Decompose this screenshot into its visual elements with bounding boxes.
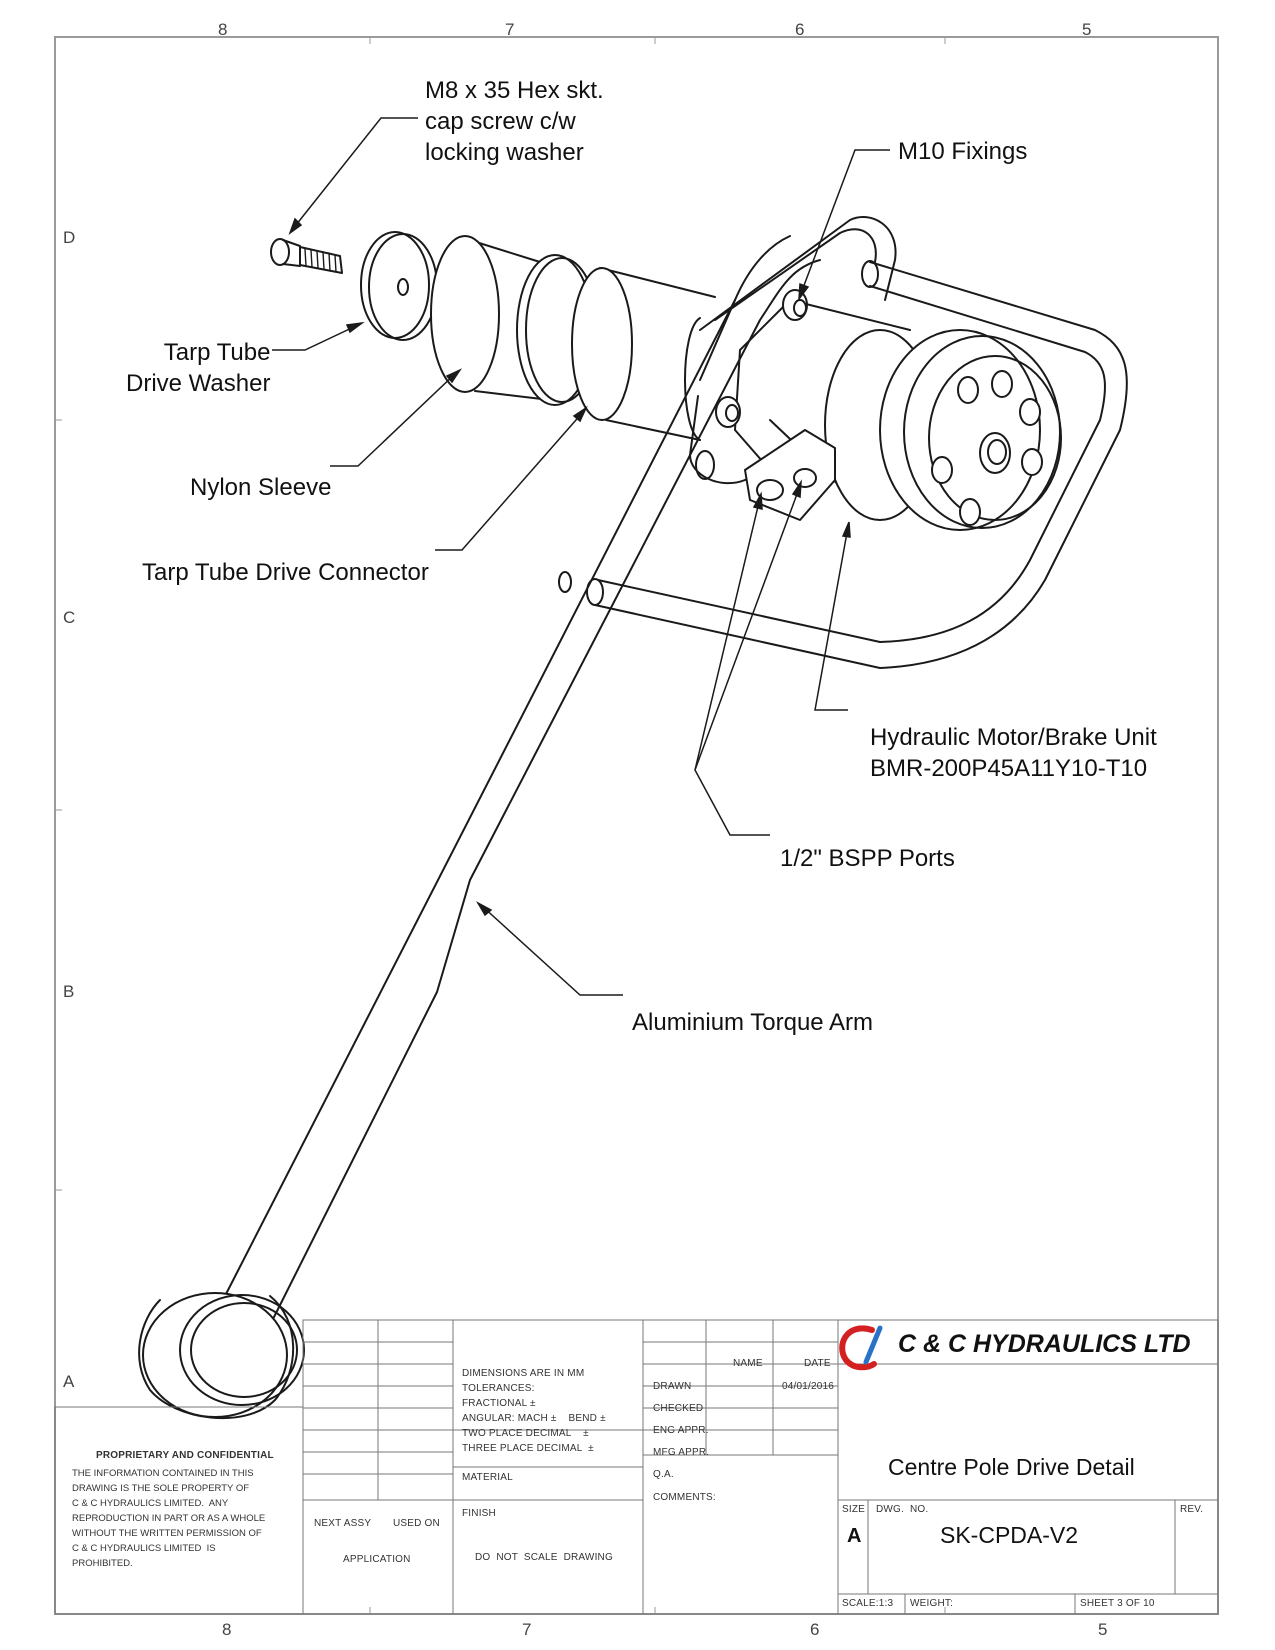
- callout-bspp-ports: 1/2" BSPP Ports: [780, 845, 955, 872]
- sheet-number: SHEET 3 OF 10: [1080, 1598, 1155, 1609]
- do-not-scale-label: DO NOT SCALE DRAWING: [475, 1552, 613, 1563]
- drive-washer: [360, 231, 438, 341]
- zone-row-b: B: [63, 982, 75, 1001]
- zone-col-6-bottom: 6: [810, 1620, 820, 1639]
- dimensions-note: DIMENSIONS ARE IN MM TOLERANCES: FRACTIO…: [462, 1368, 606, 1454]
- zone-col-7-top: 7: [505, 20, 515, 39]
- dwg-no-label: DWG. NO.: [876, 1504, 929, 1515]
- zone-col-6-top: 6: [795, 20, 805, 39]
- zone-col-8-top: 8: [218, 20, 228, 39]
- dwg-no-value: SK-CPDA-V2: [940, 1522, 1079, 1548]
- weight-label: WEIGHT:: [910, 1598, 954, 1609]
- name-header: NAME: [733, 1358, 763, 1369]
- zone-ticks: [55, 37, 946, 1614]
- size-label: SIZE: [842, 1504, 866, 1515]
- proprietary-text: THE INFORMATION CONTAINED IN THIS DRAWIN…: [72, 1468, 266, 1569]
- application-label: APPLICATION: [343, 1554, 411, 1565]
- zone-col-5-bottom: 5: [1098, 1620, 1108, 1639]
- callout-drive-connector: Tarp Tube Drive Connector: [142, 559, 429, 586]
- rev-label: REV.: [1180, 1504, 1204, 1515]
- scale-value: SCALE:1:3: [842, 1598, 894, 1609]
- company-logo-mark: [839, 1325, 883, 1371]
- mounting-plate: [689, 215, 897, 485]
- date-header: DATE: [804, 1358, 831, 1369]
- drawn-label: DRAWN: [653, 1381, 692, 1392]
- eng-appr-label: ENG APPR.: [653, 1425, 709, 1436]
- material-label: MATERIAL: [462, 1472, 513, 1483]
- checked-label: CHECKED: [653, 1403, 704, 1414]
- cap-screw: [270, 238, 343, 274]
- title-block-grid: [54, 1319, 1219, 1615]
- qa-label: Q.A.: [653, 1469, 674, 1480]
- torque-arm: [138, 235, 821, 1420]
- tube-frame: [558, 260, 1128, 669]
- used-on-label: USED ON: [393, 1518, 440, 1529]
- drawing-title: Centre Pole Drive Detail: [888, 1454, 1135, 1480]
- finish-label: FINISH: [462, 1508, 496, 1519]
- drive-connector: [571, 267, 716, 441]
- proprietary-title: PROPRIETARY AND CONFIDENTIAL: [96, 1450, 274, 1461]
- comments-label: COMMENTS:: [653, 1492, 716, 1503]
- mfg-appr-label: MFG APPR.: [653, 1447, 710, 1458]
- callout-m10-fixings: M10 Fixings: [898, 138, 1028, 165]
- zone-col-8-bottom: 8: [222, 1620, 232, 1639]
- leader-lines: [272, 117, 890, 996]
- callout-cap-screw: M8 x 35 Hex skt. cap screw c/w locking w…: [425, 77, 604, 166]
- assembly-illustration: [138, 215, 1128, 1420]
- zone-row-a: A: [63, 1372, 75, 1391]
- zone-row-c: C: [63, 608, 76, 627]
- zone-row-d: D: [63, 228, 76, 247]
- next-assy-label: NEXT ASSY: [314, 1518, 372, 1529]
- size-value: A: [847, 1525, 862, 1547]
- callout-nylon-sleeve: Nylon Sleeve: [190, 474, 332, 501]
- callout-hydraulic-motor: Hydraulic Motor/Brake Unit BMR-200P45A11…: [870, 724, 1157, 782]
- hydraulic-motor: [715, 289, 1062, 531]
- zone-col-7-bottom: 7: [522, 1620, 532, 1639]
- callout-torque-arm: Aluminium Torque Arm: [632, 1009, 873, 1036]
- company-name: C & C HYDRAULICS LTD: [898, 1330, 1191, 1358]
- drawn-date: 04/01/2016: [782, 1381, 835, 1392]
- zone-col-5-top: 5: [1082, 20, 1092, 39]
- callout-drive-washer: Tarp Tube Drive Washer: [126, 339, 271, 397]
